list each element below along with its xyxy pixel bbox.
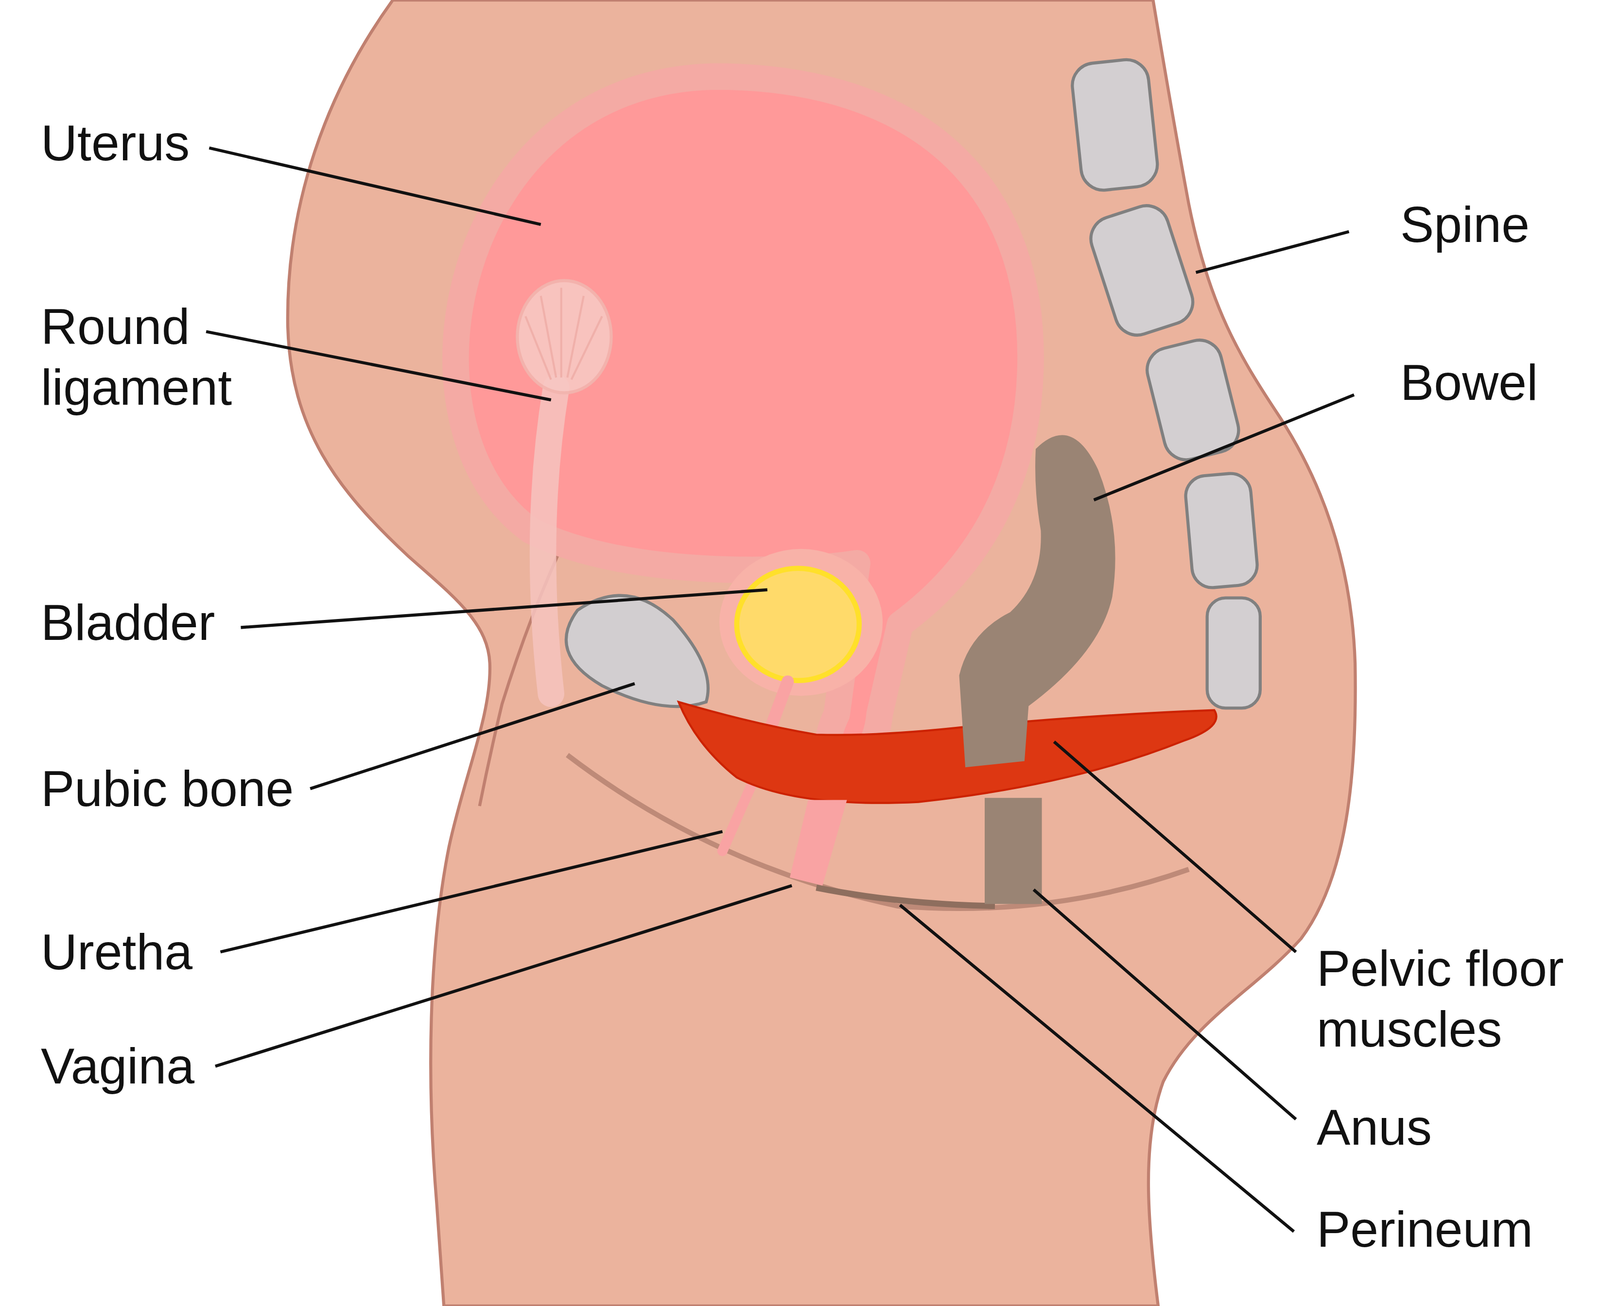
leader-line	[215, 886, 792, 1067]
leader-line	[240, 590, 767, 628]
urethra-lower	[722, 782, 753, 852]
bowel	[959, 434, 1116, 768]
anal-canal	[984, 798, 1043, 905]
perineum-segment	[816, 887, 995, 907]
pelvic-floor	[678, 702, 1217, 804]
leader-lines	[206, 148, 1355, 1233]
uterus	[455, 76, 1031, 762]
round-ligament-fibres	[525, 287, 602, 380]
bladder-halo	[719, 549, 883, 696]
part-label: Vagina	[40, 1036, 195, 1097]
leader-line	[900, 905, 1294, 1233]
bladder	[736, 568, 860, 681]
part-label: Uretha	[40, 921, 193, 983]
leader-line	[1196, 231, 1350, 273]
part-label: Bladder	[40, 592, 215, 654]
leader-line	[310, 683, 635, 789]
part-label: Bowel	[1400, 352, 1538, 414]
part-label: Perineum	[1316, 1199, 1533, 1261]
leader-line	[208, 148, 541, 226]
pubic-bone	[566, 595, 709, 707]
leader-line	[1033, 889, 1297, 1120]
round-ligament	[542, 387, 557, 695]
leader-line	[1094, 395, 1355, 501]
vertebra	[1070, 57, 1160, 193]
round-ligament-fan	[517, 280, 611, 394]
body-outline	[287, 0, 1356, 1306]
part-label: Uterus	[40, 112, 190, 174]
part-label: Pelvic floor muscles	[1316, 938, 1591, 1061]
vertebra	[1085, 199, 1200, 341]
part-label: Round ligament	[40, 296, 261, 418]
part-label: Pubic bone	[40, 758, 294, 820]
leader-line	[1054, 742, 1297, 953]
leader-line	[206, 331, 552, 401]
vertebra	[1183, 471, 1259, 590]
vertebra	[1207, 598, 1261, 709]
part-label: Anus	[1316, 1097, 1432, 1159]
leader-line	[220, 832, 723, 953]
part-label: Spine	[1400, 194, 1530, 256]
vagina	[789, 800, 848, 886]
